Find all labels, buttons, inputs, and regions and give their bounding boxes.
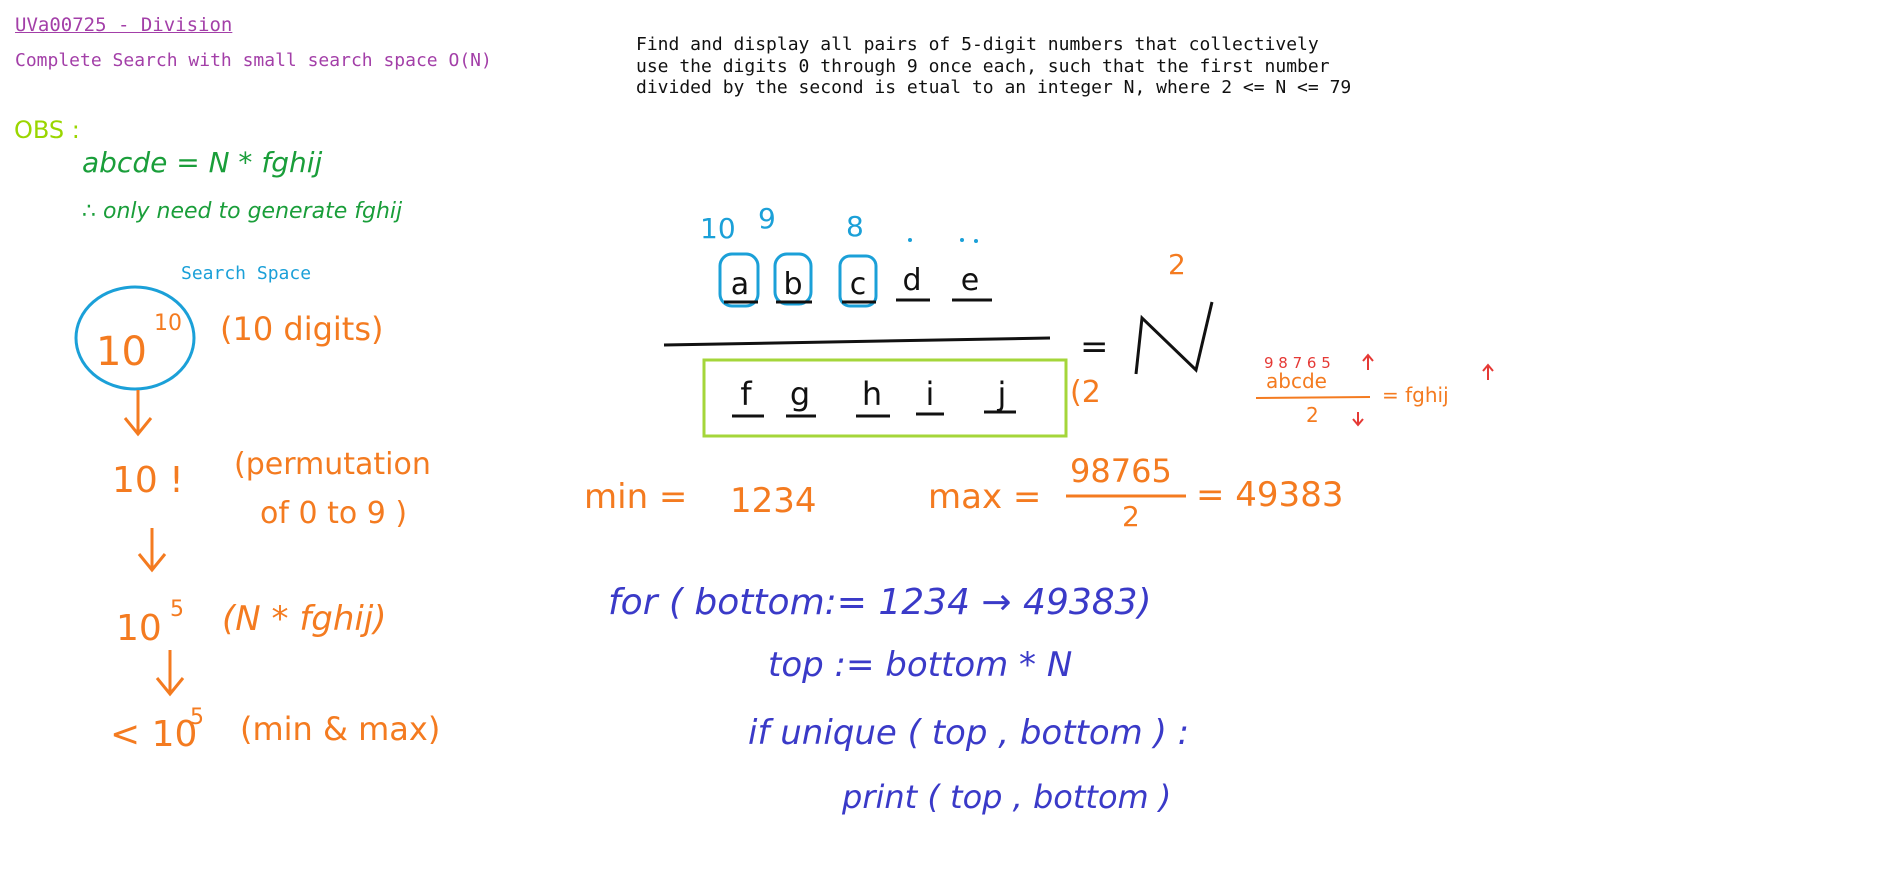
numerator-letter: e: [961, 263, 979, 298]
fraction-bar: [663, 336, 1051, 347]
min-value: 1234: [730, 481, 817, 521]
search-step3-exponent: 5: [170, 597, 184, 622]
numerator-letter: d: [902, 263, 921, 298]
n-value-above: 2: [1168, 248, 1186, 281]
denominator-letter: h: [862, 375, 882, 413]
denominator-letters: f g h i j: [740, 375, 1006, 413]
search-step3-base: 10: [116, 608, 162, 649]
side-digit-hints: 9 8 7 6 5: [1264, 354, 1331, 372]
search-space-label: Search Space: [181, 263, 312, 284]
denominator-letter: i: [926, 375, 935, 413]
search-space-circle: [74, 285, 196, 391]
down-arrow: [137, 528, 167, 573]
denominator-letter: j: [997, 375, 1007, 413]
pseudo-line-assign: top := bottom * N: [768, 645, 1072, 685]
numerator-letter: c: [850, 267, 867, 302]
search-step1-exponent: 10: [154, 311, 182, 336]
denominator-underlines: [732, 410, 1016, 418]
search-step2: 10 !: [112, 460, 184, 501]
side-fraction-bar: [1255, 396, 1371, 399]
problem-line: divided by the second is etual to an int…: [636, 77, 1352, 98]
page-subtitle: Complete Search with small search space …: [15, 50, 492, 71]
digit-hint-dots: [908, 238, 978, 243]
problem-line: use the digits 0 through 9 once each, su…: [636, 55, 1330, 77]
min-label: min =: [584, 477, 687, 517]
obs-label: OBS :: [14, 116, 80, 144]
denominator-letter: f: [740, 375, 752, 413]
fraction-equals: =: [1080, 327, 1109, 367]
search-step1-base: 10: [96, 329, 147, 375]
obs-equation: abcde = N * fghij: [82, 146, 322, 179]
pseudo-line-if: if unique ( top , bottom ) :: [748, 713, 1189, 753]
numerator-letter: a: [731, 267, 749, 302]
numerator-underlines: [724, 298, 992, 304]
max-result: = 49383: [1196, 475, 1343, 515]
n-value-paren: (2: [1070, 375, 1101, 410]
max-label: max =: [928, 477, 1041, 517]
side-denominator: 2: [1306, 403, 1319, 427]
problem-line: Find and display all pairs of 5-digit nu…: [636, 34, 1319, 55]
digit-hint: 10: [700, 212, 736, 245]
side-result: = fghij: [1382, 383, 1449, 407]
numerator-letters: a b c d e: [731, 263, 979, 302]
side-numerator: abcde: [1266, 369, 1327, 393]
denominator-box: [702, 358, 1068, 438]
denominator-letter: g: [790, 375, 810, 413]
n-letter-stroke: [1134, 301, 1214, 375]
search-step4-base: < 10: [110, 714, 197, 755]
pseudo-line-for: for ( bottom:= 1234 → 49383): [608, 582, 1152, 623]
numerator-letter: b: [783, 267, 802, 302]
down-arrow: [155, 650, 185, 697]
digit-hint: 9: [758, 202, 776, 235]
search-step4-note: (min & max): [240, 710, 440, 748]
max-numerator: 98765: [1070, 452, 1172, 490]
search-step3-note: (N * fghij): [222, 599, 387, 639]
side-arrows: [1352, 353, 1494, 427]
search-step4-exponent: 5: [190, 705, 204, 730]
search-step1-note: (10 digits): [220, 310, 383, 348]
digit-hint: 8: [846, 210, 864, 243]
max-denominator: 2: [1122, 500, 1140, 533]
digit-boxes: [718, 252, 878, 308]
search-step2-note-a: (permutation: [234, 447, 431, 482]
obs-conclusion: ∴ only need to generate fghij: [82, 199, 403, 224]
pseudo-line-print: print ( top , bottom ): [841, 778, 1171, 816]
page-title: UVa00725 - Division: [15, 14, 233, 36]
down-arrow: [123, 390, 153, 437]
problem-statement: Find and display all pairs of 5-digit nu…: [636, 34, 1351, 99]
search-step2-note-b: of 0 to 9 ): [260, 496, 407, 531]
